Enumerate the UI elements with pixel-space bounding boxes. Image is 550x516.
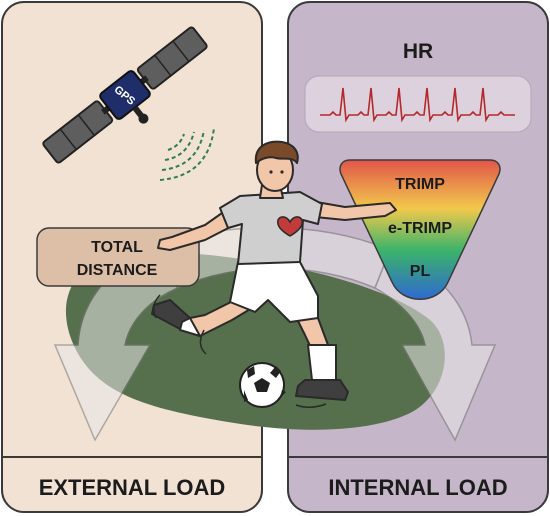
internal-load-label: INTERNAL LOAD — [328, 475, 507, 500]
total-distance-line2: DISTANCE — [77, 262, 158, 279]
heart-icon — [277, 216, 303, 237]
total-distance-line1: TOTAL — [91, 239, 143, 256]
metric-trimp: TRIMP — [395, 176, 445, 193]
hr-title: HR — [403, 40, 433, 63]
player-illustration — [151, 140, 397, 401]
soccer-ball-icon — [239, 362, 286, 408]
external-load-label: EXTERNAL LOAD — [39, 475, 226, 500]
signal-icon — [159, 127, 215, 181]
ecg-icon — [304, 75, 532, 133]
metric-pl: PL — [410, 263, 431, 280]
satellite-icon: GPS — [42, 26, 208, 164]
internal-metrics-funnel: TRIMP e-TRIMP PL — [339, 159, 501, 300]
metric-e-trimp: e-TRIMP — [388, 220, 452, 237]
motion-lines — [153, 294, 327, 408]
